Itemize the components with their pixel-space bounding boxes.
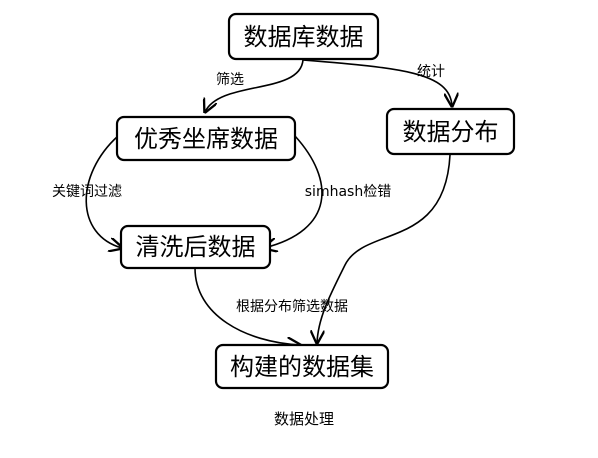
node-database-label: 数据库数据 [244,23,364,51]
node-distribution: 数据分布 [385,107,516,156]
node-good-seats: 优秀坐席数据 [115,115,297,162]
node-good-seats-label: 优秀坐席数据 [134,125,278,153]
node-cleaned-label: 清洗后数据 [136,233,256,261]
node-cleaned: 清洗后数据 [119,224,272,270]
edge-simhash-check [264,135,323,248]
node-built: 构建的数据集 [214,343,390,390]
edge-label-simhash-check: simhash检错 [305,184,391,200]
edge-label-filter-by-distribution: 根据分布筛选数据 [236,299,348,315]
edge-keyword-filter [85,135,122,248]
node-database: 数据库数据 [227,12,380,61]
diagram-caption: 数据处理 [274,410,334,428]
edge-distribution-to-built [317,154,451,343]
node-built-label: 构建的数据集 [230,353,374,381]
edge-cleaned-to-built [194,267,300,345]
edge-database-to-distribution [302,59,452,106]
edge-label-filter: 筛选 [216,72,244,88]
edge-database-to-good-seats [205,59,304,112]
node-distribution-label: 数据分布 [403,118,499,146]
edge-label-keyword-filter: 关键词过滤 [52,184,122,200]
edge-label-statistics: 统计 [417,64,445,80]
